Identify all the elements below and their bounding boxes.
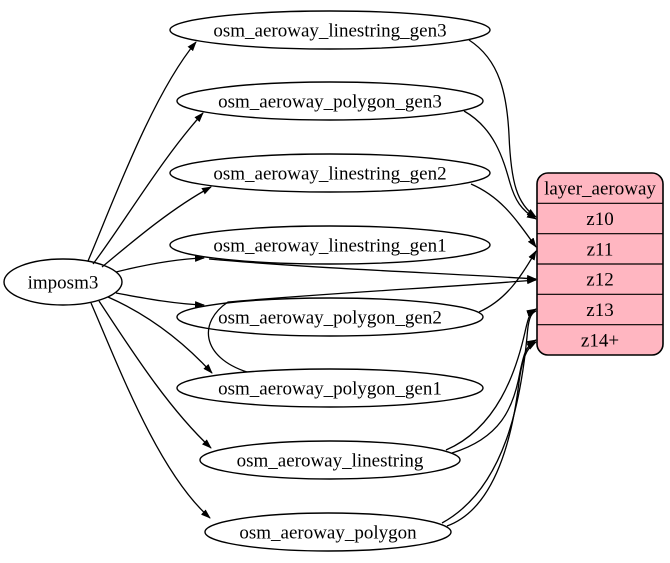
- edge-imposm3-to-osm-aeroway-linestring-gen3: [87, 41, 197, 262]
- edge-imposm3-to-osm-aeroway-linestring-gen1: [115, 254, 205, 273]
- node-osm-aeroway-polygon-gen2-shape: [176, 297, 484, 337]
- edge-imposm3-to-osm-aeroway-polygon-gen2: [115, 292, 205, 309]
- node-osm-aeroway-polygon-gen1-shape: [176, 368, 484, 408]
- node-osm-aeroway-linestring-gen1-shape: [169, 225, 491, 265]
- record-header-label: layer_aeroway: [544, 179, 656, 200]
- node-osm-aeroway-polygon-gen3-shape: [176, 81, 484, 121]
- edge-imposm3-to-osm-aeroway-polygon-gen1: [107, 296, 213, 374]
- node-osm-aeroway-polygon-label: osm_aeroway_polygon: [239, 523, 417, 544]
- edge-osm-aeroway-linestring-gen3-to-z10: [468, 39, 537, 218]
- edge-osm-aeroway-polygon-gen3-to-z10: [463, 110, 537, 220]
- edge-imposm3-to-osm-aeroway-polygon: [90, 302, 211, 519]
- node-osm-aeroway-linestring-gen1-label: osm_aeroway_linestring_gen1: [213, 236, 446, 257]
- edge-osm-aeroway-polygon-gen1-to-z12: [207, 277, 537, 373]
- edge-osm-aeroway-linestring-gen1-to-z12: [208, 258, 537, 282]
- edge-osm-aeroway-linestring-gen2-to-z11: [470, 183, 537, 248]
- node-osm-aeroway-linestring-shape: [199, 440, 461, 480]
- node-osm-aeroway-linestring-gen3-shape: [169, 10, 491, 50]
- node-osm-aeroway-linestring-gen2-shape: [169, 153, 491, 193]
- edge-osm-aeroway-polygon-to-z14: [446, 341, 537, 527]
- edge-imposm3-to-osm-aeroway-linestring: [98, 300, 212, 449]
- edge-osm-aeroway-polygon-to-z13: [441, 310, 537, 524]
- node-imposm3-label: imposm3: [28, 273, 99, 294]
- node-osm-aeroway-linestring-gen3-label: osm_aeroway_linestring_gen3: [213, 21, 446, 42]
- node-osm-aeroway-polygon-gen3-label: osm_aeroway_polygon_gen3: [218, 92, 442, 113]
- node-osm-aeroway-linestring-gen2-label: osm_aeroway_linestring_gen2: [213, 164, 446, 185]
- node-osm-aeroway-polygon-shape: [204, 512, 452, 552]
- edge-imposm3-to-osm-aeroway-linestring-gen2: [101, 186, 212, 268]
- record-row-z13-label: z13: [586, 300, 613, 321]
- node-osm-aeroway-polygon-gen1-label: osm_aeroway_polygon_gen1: [218, 379, 442, 400]
- edge-imposm3-to-osm-aeroway-polygon-gen3: [92, 112, 204, 265]
- record-row-z14-label: z14+: [581, 330, 619, 351]
- edge-osm-aeroway-polygon-gen2-to-z11: [478, 250, 537, 313]
- node-osm-aeroway-linestring-label: osm_aeroway_linestring: [237, 451, 424, 472]
- record-row-z10-label: z10: [586, 209, 613, 230]
- node-imposm3-shape: [3, 258, 123, 306]
- node-osm-aeroway-polygon-gen2-label: osm_aeroway_polygon_gen2: [218, 308, 442, 329]
- record-row-z12-label: z12: [586, 270, 613, 291]
- record-row-z11-label: z11: [587, 239, 614, 260]
